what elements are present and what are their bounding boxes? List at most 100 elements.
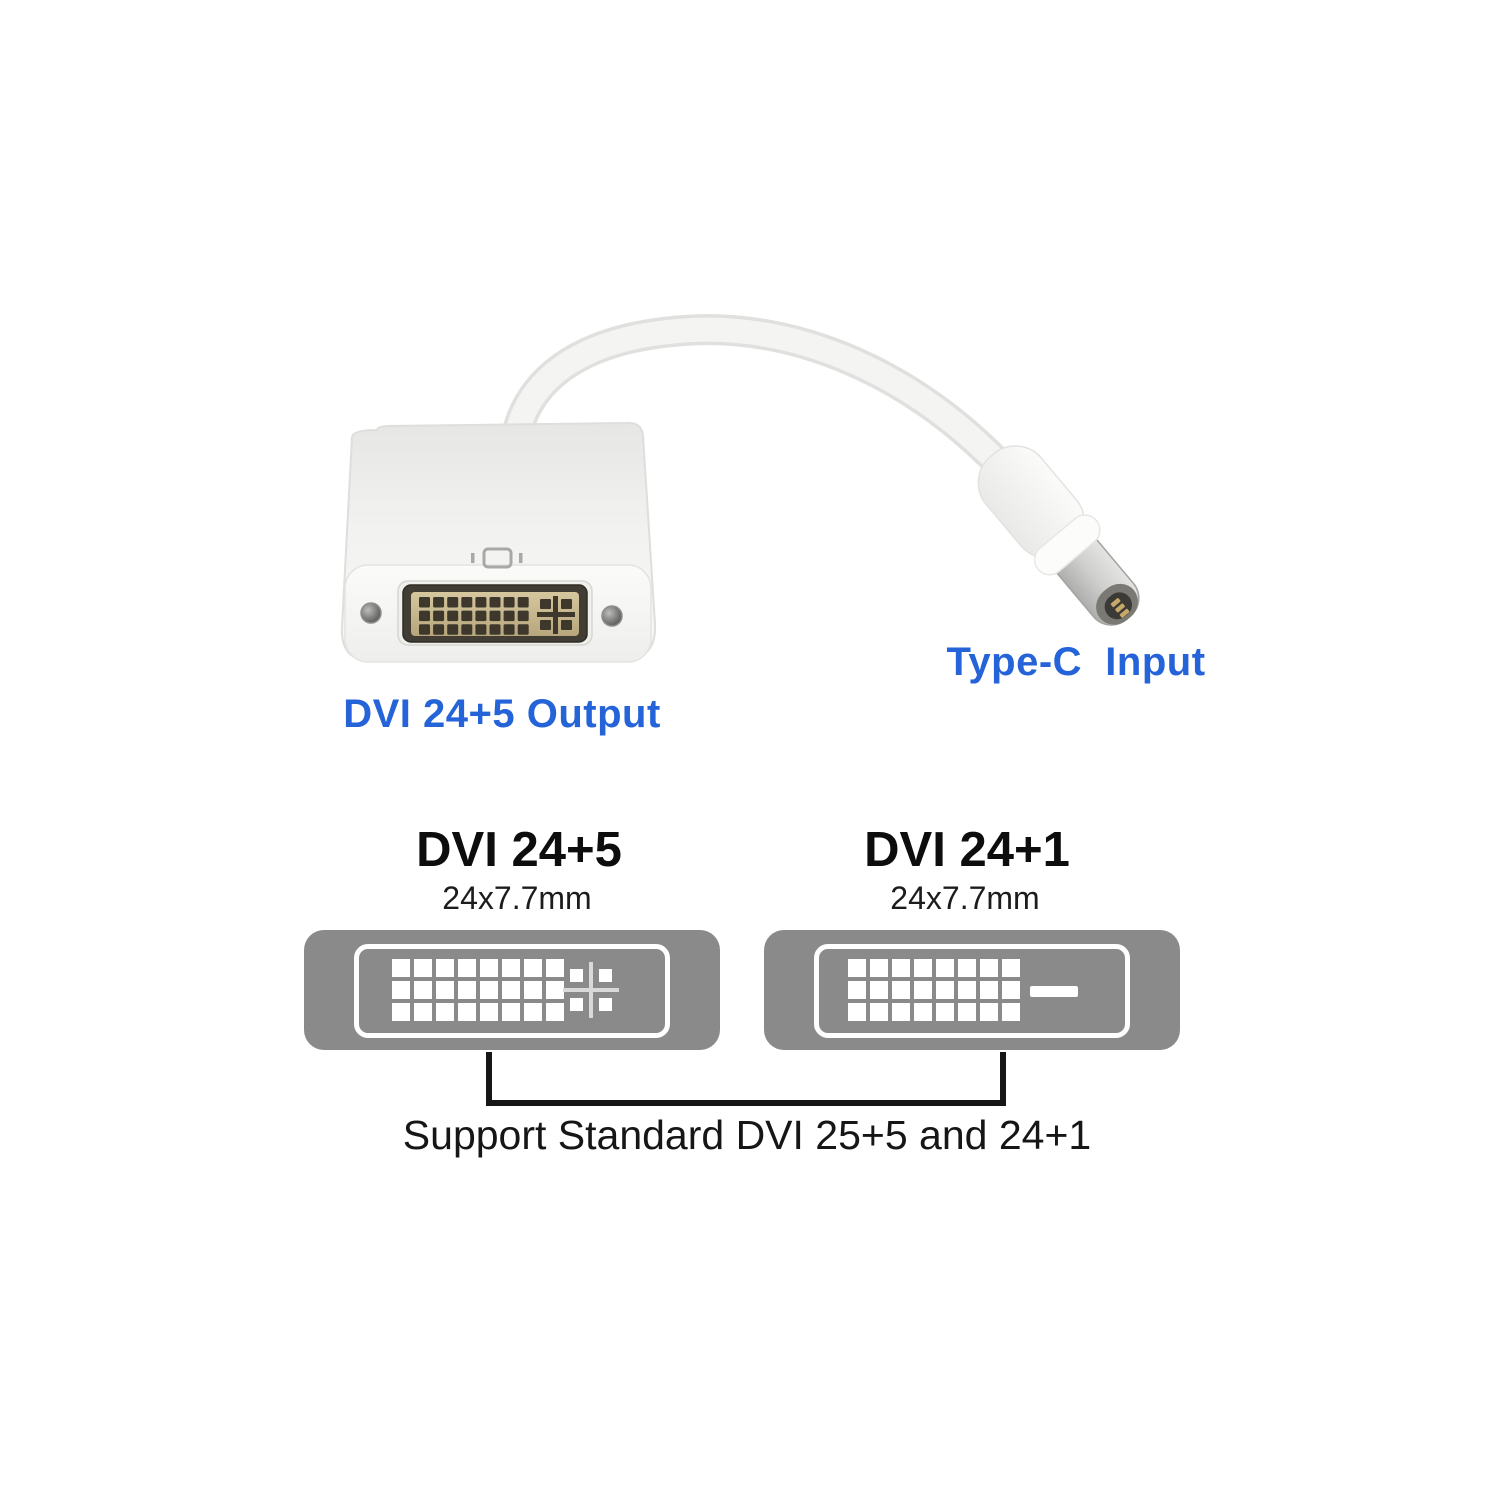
pin-hole — [1002, 1003, 1020, 1021]
usb-c-contacts — [1110, 598, 1130, 618]
pin-hole — [447, 610, 459, 622]
pin-hole — [461, 610, 473, 622]
pin-hole — [546, 981, 564, 999]
pin-hole — [433, 624, 445, 635]
pin-hole — [436, 981, 454, 999]
pin-hole — [848, 1003, 866, 1021]
pin-hole — [914, 959, 932, 977]
pin-hole — [870, 1003, 888, 1021]
pin-hole — [517, 610, 529, 622]
screw-hole-left — [360, 602, 382, 624]
analog-pin-hole — [599, 998, 612, 1011]
pin-hole — [475, 624, 487, 635]
pin-hole — [414, 959, 432, 977]
pin-hole — [480, 1003, 498, 1021]
pin-hole — [892, 981, 910, 999]
dvi-port — [397, 580, 593, 646]
dvi-24-5-size: 24x7.7mm — [442, 880, 592, 916]
pin-hole — [502, 981, 520, 999]
pin-hole — [461, 624, 473, 635]
pin-hole — [870, 981, 888, 999]
dvi-24-5-connector-diagram — [304, 930, 720, 1050]
analog-pin-hole — [570, 969, 583, 982]
pin-hole — [461, 597, 473, 608]
pin-hole — [489, 597, 501, 608]
analog-pin-hole — [570, 998, 583, 1011]
pin-hole — [458, 959, 476, 977]
pin-hole — [419, 597, 430, 608]
support-caption: Support Standard DVI 25+5 and 24+1 — [402, 1112, 1092, 1158]
dvi-24-1-size: 24x7.7mm — [890, 880, 1040, 916]
usb-c-plug — [977, 445, 1140, 626]
pin-hole — [958, 959, 976, 977]
pin-hole — [392, 1003, 410, 1021]
dvi-port-pin-holes — [419, 597, 529, 635]
pin-hole — [489, 610, 501, 622]
pin-hole — [480, 959, 498, 977]
pin-hole — [914, 981, 932, 999]
pin-hole — [503, 610, 515, 622]
type-c-input-label: Type-C Input — [946, 640, 1206, 684]
dvi-output-label: DVI 24+5 Output — [343, 692, 661, 736]
dvi-housing — [340, 421, 657, 663]
pin-hole — [414, 1003, 432, 1021]
dvi-port-analog-cross — [537, 596, 575, 634]
pin-hole — [524, 1003, 542, 1021]
usb-c-collar — [1033, 514, 1101, 576]
pin-hole — [489, 624, 501, 635]
bracket-bottom-line — [486, 1100, 1006, 1106]
pin-hole — [458, 1003, 476, 1021]
pin-hole — [517, 597, 529, 608]
pin-hole — [524, 981, 542, 999]
pin-hole — [848, 981, 866, 999]
pin-hole — [546, 959, 564, 977]
pin-hole — [848, 959, 866, 977]
pin-hole — [436, 1003, 454, 1021]
pin-hole — [458, 981, 476, 999]
pin-hole — [980, 959, 998, 977]
pin-hole — [503, 624, 515, 635]
pin-grid — [392, 959, 564, 1021]
pin-hole — [480, 981, 498, 999]
connector-outline — [814, 944, 1130, 1038]
cable — [498, 314, 1017, 482]
screw-hole-right — [601, 605, 623, 627]
pin-hole — [447, 624, 459, 635]
dvi-24-1-connector-diagram — [764, 930, 1180, 1050]
dvi-24-1-title: DVI 24+1 — [864, 823, 1070, 877]
pin-hole — [936, 1003, 954, 1021]
pin-hole — [1002, 959, 1020, 977]
pin-hole — [503, 597, 515, 608]
pin-hole — [419, 624, 430, 635]
dvi-24-5-title: DVI 24+5 — [416, 823, 622, 877]
pin-hole — [475, 610, 487, 622]
bracket-right-line — [1000, 1052, 1006, 1106]
pin-hole — [936, 959, 954, 977]
pin-hole — [914, 1003, 932, 1021]
analog-cross-keyway — [563, 962, 619, 1018]
flat-blade-slot — [1030, 986, 1078, 997]
pin-hole — [436, 959, 454, 977]
bracket-left-line — [486, 1052, 492, 1106]
pin-hole — [502, 959, 520, 977]
pin-hole — [502, 1003, 520, 1021]
pin-hole — [980, 981, 998, 999]
pin-hole — [392, 959, 410, 977]
display-icon — [471, 547, 523, 569]
pin-hole — [419, 610, 430, 622]
pin-hole — [1002, 981, 1020, 999]
pin-hole — [475, 597, 487, 608]
pin-hole — [524, 959, 542, 977]
pin-hole — [433, 597, 445, 608]
pin-grid — [848, 959, 1020, 1021]
pin-hole — [414, 981, 432, 999]
pin-hole — [517, 624, 529, 635]
pin-hole — [958, 1003, 976, 1021]
cross-horizontal-bar — [563, 988, 619, 992]
pin-hole — [870, 959, 888, 977]
pin-hole — [936, 981, 954, 999]
pin-hole — [447, 597, 459, 608]
pin-hole — [892, 959, 910, 977]
analog-pin-hole — [599, 969, 612, 982]
